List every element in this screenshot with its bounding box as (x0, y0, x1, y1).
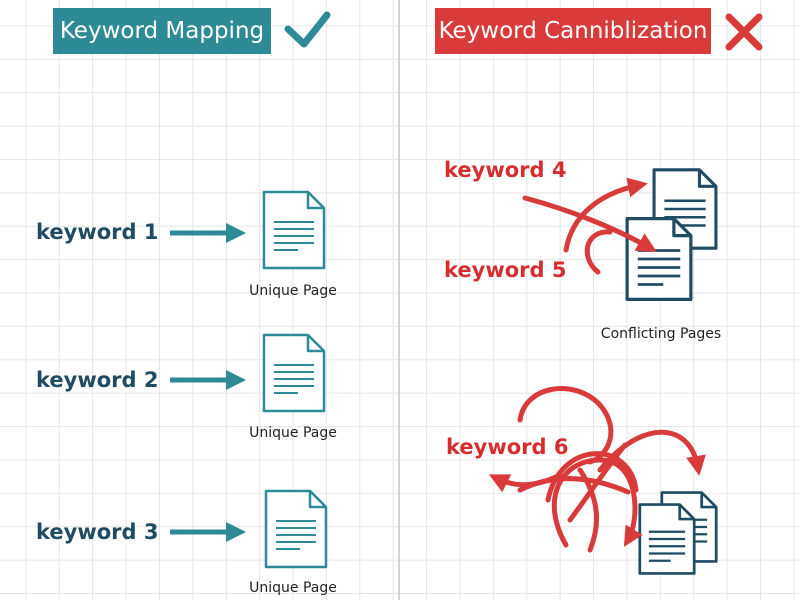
section-divider (398, 0, 400, 600)
keyword-1-label: keyword 1 (36, 220, 159, 244)
cannibalization-arrow (522, 195, 657, 252)
keyword-5-label: keyword 5 (444, 258, 567, 282)
unique-page-icon (264, 489, 328, 569)
keyword-3-label: keyword 3 (36, 520, 159, 544)
unique-page-caption: Unique Page (249, 425, 337, 441)
conflicting-page-icon (625, 216, 693, 302)
unique-page-caption: Unique Page (249, 580, 337, 596)
cannibalization-tangle (488, 386, 706, 553)
keyword-2-label: keyword 2 (36, 368, 159, 392)
checkmark-icon (284, 11, 331, 48)
cannibalization-arrow (563, 177, 648, 253)
keyword-6-label: keyword 6 (446, 435, 569, 459)
keyword-cannibalization-title: Keyword Canniblization (435, 8, 711, 54)
conflicting-pages-caption: Conflicting Pages (600, 326, 722, 342)
unique-page-caption: Unique Page (249, 283, 337, 299)
conflicting-page-icon (638, 502, 696, 576)
keyword-4-label: keyword 4 (444, 158, 567, 182)
unique-page-icon (262, 190, 326, 270)
cross-icon (725, 13, 763, 51)
cannibalization-arrow (584, 229, 613, 275)
keyword-mapping-title: Keyword Mapping (53, 8, 271, 54)
unique-page-icon (262, 333, 326, 413)
